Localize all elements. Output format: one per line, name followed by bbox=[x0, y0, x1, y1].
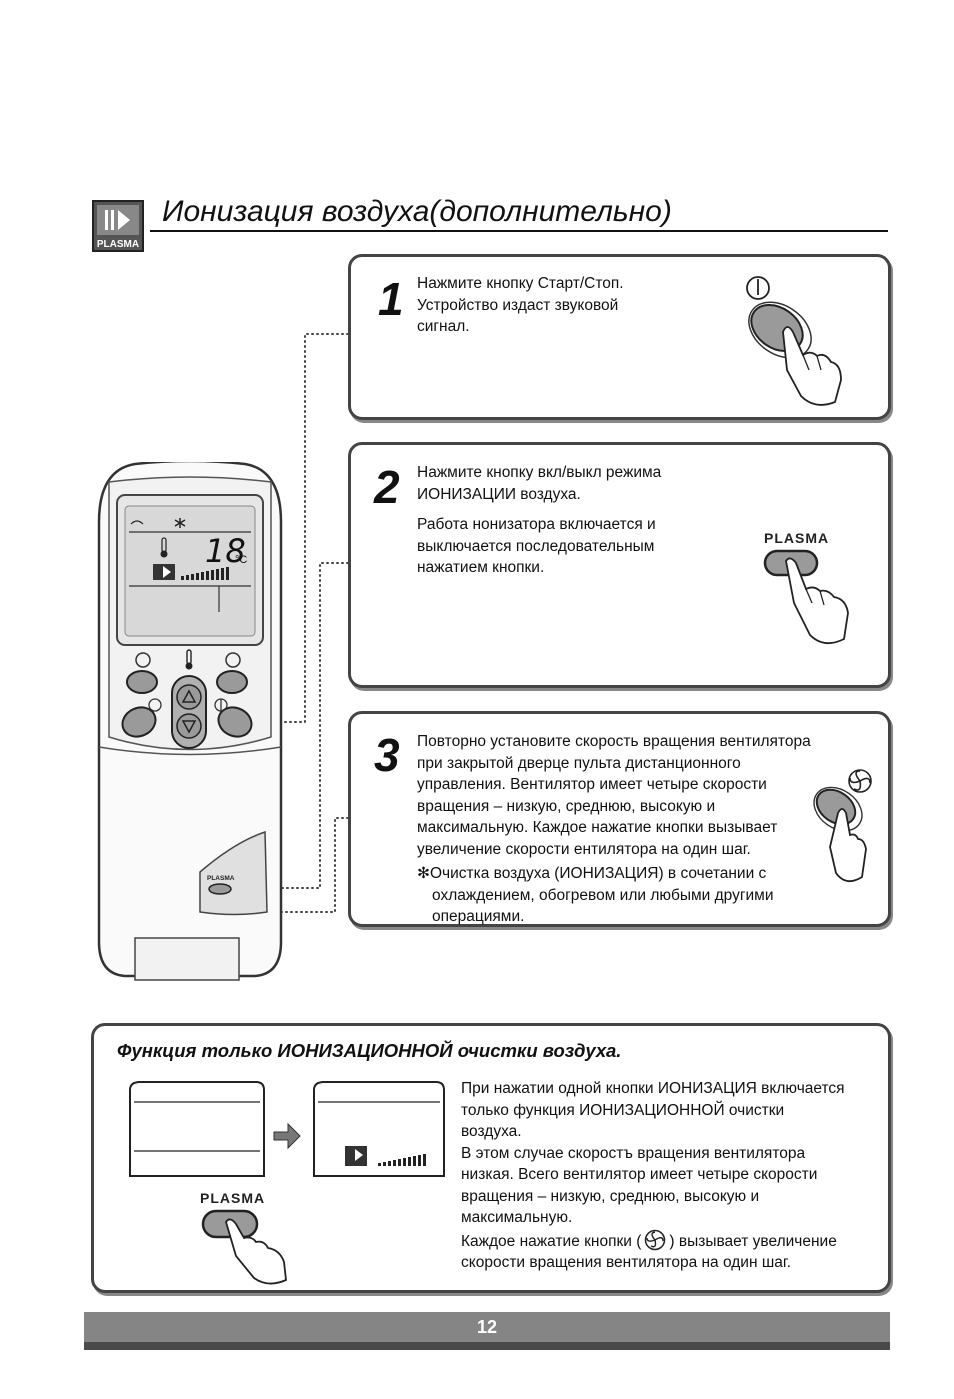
step-1-number: 1 bbox=[378, 273, 404, 325]
power-button-press-illustration bbox=[746, 276, 842, 406]
step-3-number: 3 bbox=[374, 729, 400, 781]
svg-text:PLASMA: PLASMA bbox=[97, 239, 139, 250]
display-before-after-illustration bbox=[129, 1081, 445, 1177]
function-box-title: Функция только ИОНИЗАЦИОННОЙ очистки воз… bbox=[117, 1040, 622, 1061]
step-2-text: Нажмите кнопку вкл/выкл режима ИОНИЗАЦИИ… bbox=[417, 464, 662, 576]
step-2-plasma-label: PLASMA bbox=[764, 530, 830, 546]
page-number: 12 bbox=[476, 1317, 498, 1337]
fan-icon bbox=[848, 769, 872, 793]
plasma-button-press-illustration bbox=[763, 549, 849, 645]
step-3-box bbox=[348, 711, 891, 927]
title-rule bbox=[150, 230, 888, 232]
fan-button-press-illustration bbox=[813, 769, 872, 883]
function-plasma-label: PLASMA bbox=[200, 1190, 266, 1206]
svg-text:PLASMA: PLASMA bbox=[207, 875, 235, 882]
svg-text:18: 18 bbox=[205, 532, 246, 570]
function-box-text: При нажатии одной кнопки ИОНИЗАЦИЯ включ… bbox=[461, 1080, 845, 1271]
footer-bar bbox=[84, 1312, 890, 1342]
remote-control: 18 °C PLASMA bbox=[97, 462, 283, 981]
plasma-header-icon: PLASMA bbox=[92, 200, 144, 252]
step-3-text: Повторно установите скорость вращения ве… bbox=[417, 733, 811, 925]
function-plasma-button-illustration bbox=[201, 1209, 287, 1285]
step-2-number: 2 bbox=[374, 461, 400, 513]
step-1-text: Нажмите кнопку Старт/Стоп. Устройство из… bbox=[417, 275, 624, 335]
fan-inline-icon bbox=[645, 1229, 666, 1250]
page-title: Ионизация воздуха(дополнительно) bbox=[162, 195, 672, 228]
footer-line bbox=[84, 1342, 890, 1350]
svg-text:°C: °C bbox=[235, 554, 247, 566]
